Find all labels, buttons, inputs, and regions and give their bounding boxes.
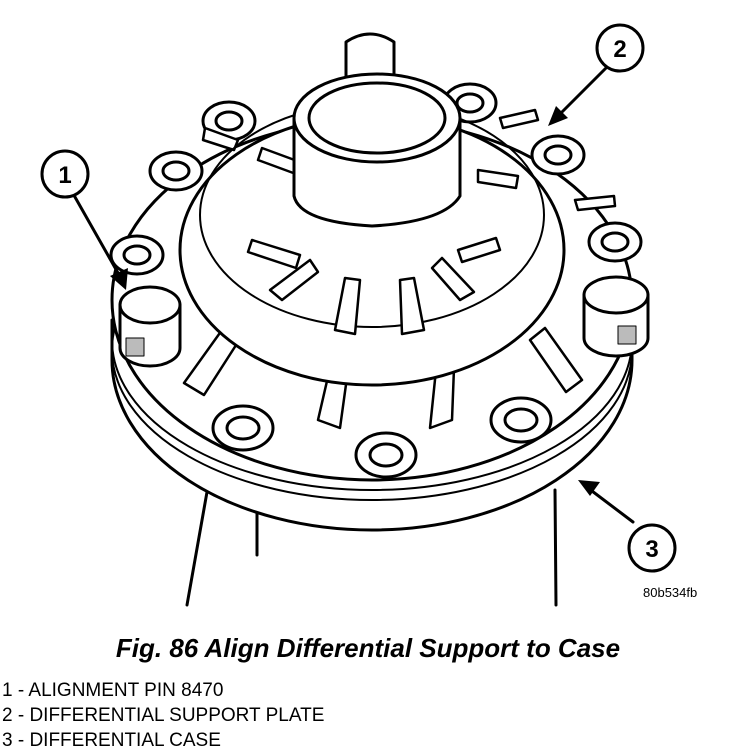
inner-ribs [246, 146, 520, 336]
center-hub [292, 72, 462, 228]
callout-leaders [69, 64, 635, 524]
callout-circle-2: 2 [595, 23, 645, 73]
callout-circle-3: 3 [627, 523, 677, 573]
support-plate [109, 82, 643, 482]
alignment-pin-right [582, 275, 650, 358]
differential-illustration: 1 2 3 [40, 23, 677, 607]
callout-number-2: 2 [613, 36, 626, 63]
legend: 1 - ALIGNMENT PIN 8470 2 - DIFFERENTIAL … [2, 678, 324, 753]
callout-circle-1: 1 [40, 149, 90, 199]
figure-code: 80b534fb [643, 585, 698, 600]
legend-item-1: 1 - ALIGNMENT PIN 8470 [2, 680, 224, 701]
callout-number-1: 1 [58, 162, 71, 189]
legend-item-3: 3 - DIFFERENTIAL CASE [2, 730, 221, 751]
figure-caption: Fig. 86 Align Differential Support to Ca… [115, 633, 621, 663]
callout-number-3: 3 [645, 536, 658, 563]
legend-item-2: 2 - DIFFERENTIAL SUPPORT PLATE [2, 705, 325, 726]
arrowheads [110, 106, 600, 496]
alignment-pin-left [118, 285, 182, 368]
